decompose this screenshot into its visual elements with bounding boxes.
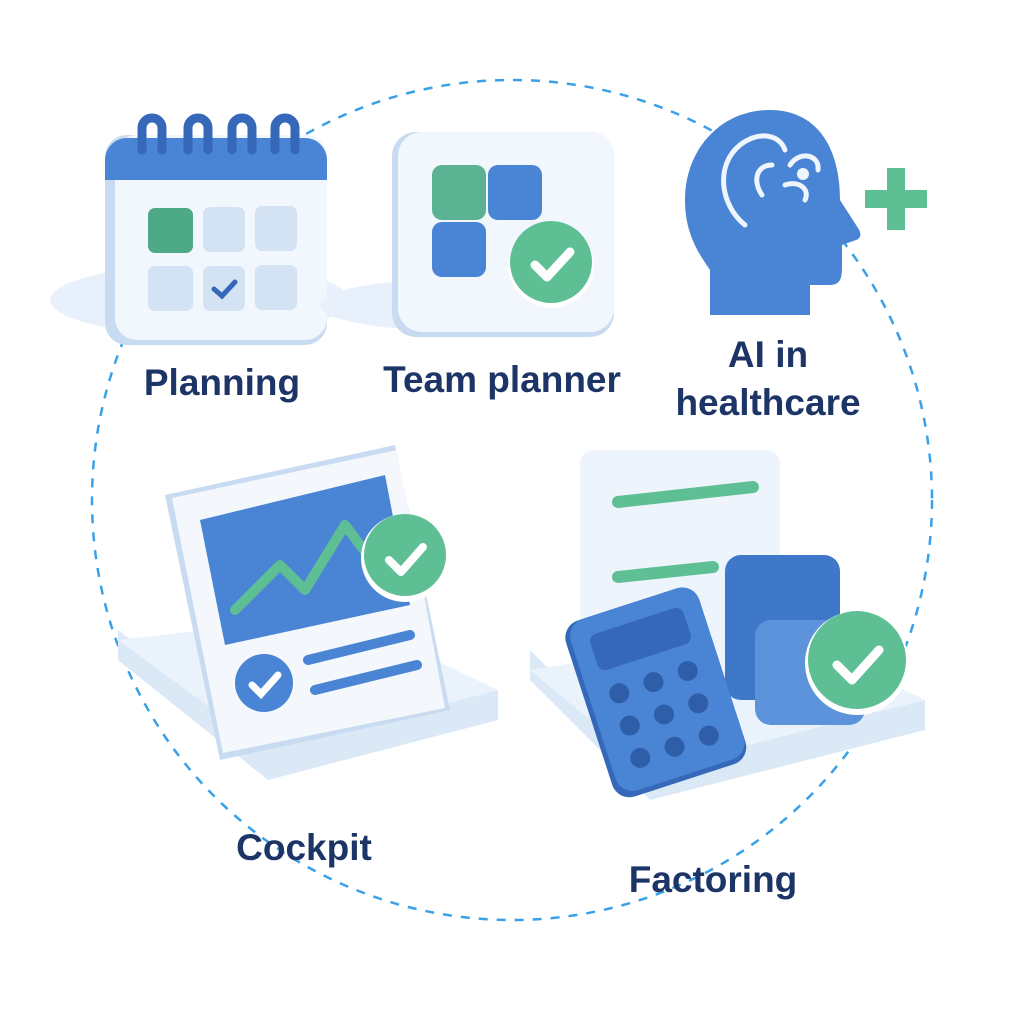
team-planner-icon — [320, 132, 614, 337]
head-brain-icon — [685, 110, 861, 315]
cockpit-dashboard-icon — [118, 445, 498, 780]
calendar-icon — [50, 113, 350, 345]
label-ai-healthcare-line1: AI in — [727, 334, 809, 375]
check-badge — [510, 221, 592, 303]
plus-icon — [865, 168, 927, 230]
calculator-icon — [565, 587, 747, 798]
label-factoring: Factoring — [628, 859, 798, 900]
dashed-cycle-ring — [90, 78, 934, 922]
label-planning: Planning — [143, 362, 301, 403]
factoring-invoice-icon — [530, 450, 925, 800]
label-ai-healthcare-line2: healthcare — [675, 382, 861, 423]
label-cockpit: Cockpit — [236, 827, 372, 868]
label-team-planner: Team planner — [383, 359, 621, 400]
